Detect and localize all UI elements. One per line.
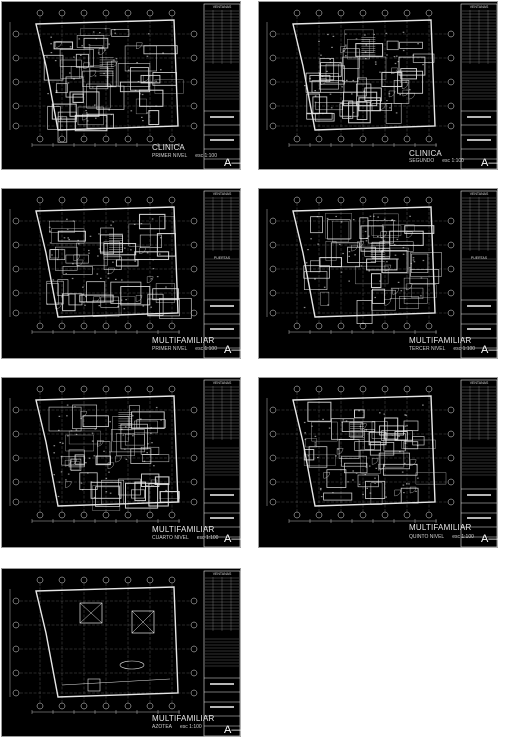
sheet-subtitle: TERCER NIVEL esc 1:100 [409, 347, 475, 352]
sheet-title: MULTIFAMILIAR [152, 714, 215, 723]
floor-plan-drawing [9, 3, 241, 170]
sheet-number: A—07 [224, 724, 255, 736]
scale-label: esc 1:100 [196, 535, 219, 541]
floor-plan-drawing [9, 379, 241, 548]
drawing-sheet-a06: VENTANAS MULTIFAMILIAR QUINTO NIVEL esc 1… [258, 377, 511, 548]
sheet-number: A—02 [481, 157, 511, 169]
sheet-subtitle: PRIMER NIVEL esc 1:100 [152, 347, 217, 352]
floor-plan-drawing [266, 190, 498, 359]
title-block-header: VENTANAS [469, 192, 489, 196]
drawing-sheet-a05: VENTANAS MULTIFAMILIAR CUARTO NIVEL esc 1… [1, 377, 255, 548]
sheet-title: MULTIFAMILIAR [409, 336, 472, 345]
level-name: CUARTO NIVEL [152, 535, 189, 541]
title-block-header: VENTANAS [212, 5, 232, 9]
title-block-header: VENTANAS [212, 572, 232, 576]
level-name: AZOTEA [152, 724, 173, 730]
title-block-header: VENTANAS [212, 381, 232, 385]
level-name: SEGUNDO [409, 158, 435, 164]
level-name: QUINTO NIVEL [409, 534, 445, 540]
level-name: PRIMER NIVEL [152, 153, 188, 159]
sheet-subtitle: QUINTO NIVEL esc 1:100 [409, 535, 474, 540]
scale-label: esc 1:100 [180, 724, 202, 730]
sheet-number: A—04 [481, 344, 511, 356]
drawing-sheet-a07: VENTANAS MULTIFAMILIAR AZOTEA esc 1:100 A… [1, 568, 255, 737]
sheet-number: A—06 [481, 533, 511, 545]
drawing-sheet-a02: VENTANAS CLINICA SEGUNDO esc 1:100 A—02 [258, 1, 511, 170]
scale-label: esc 1:100 [195, 153, 217, 159]
sheet-title: CLINICA [152, 143, 185, 152]
sheet-subtitle: AZOTEA esc 1:100 [152, 725, 202, 730]
roof-plan-drawing [9, 570, 241, 737]
title-block-header: VENTANAS [469, 381, 489, 385]
drawing-sheet-a03: VENTANAS PUERTAS MULTIFAMILIAR PRIMER NI… [1, 188, 255, 359]
title-block-header-doors: PUERTAS [470, 256, 488, 260]
scale-label: esc 1:100 [442, 158, 464, 164]
level-name: TERCER NIVEL [409, 346, 446, 352]
scale-label: esc 1:100 [453, 346, 476, 352]
drawing-sheet-a01: VENTANAS CLINICA PRIMER NIVEL esc 1:100 A… [1, 1, 255, 170]
level-name: PRIMER NIVEL [152, 346, 188, 352]
sheet-number: A—05 [224, 533, 255, 545]
sheet-number: A—01 [224, 157, 255, 169]
sheet-title: MULTIFAMILIAR [152, 336, 215, 345]
scale-label: esc 1:100 [195, 346, 217, 352]
sheet-title: MULTIFAMILIAR [152, 525, 215, 534]
floor-plan-drawing [9, 190, 241, 359]
floor-plan-drawing [266, 3, 498, 170]
floor-plan-drawing [266, 379, 498, 548]
sheet-number: A—03 [224, 344, 255, 356]
sheet-subtitle: CUARTO NIVEL esc 1:100 [152, 536, 218, 541]
sheet-subtitle: PRIMER NIVEL esc 1:100 [152, 154, 217, 159]
drawing-sheet-a04: VENTANAS PUERTAS MULTIFAMILIAR TERCER NI… [258, 188, 511, 359]
title-block-header: VENTANAS [212, 192, 232, 196]
title-block-header: VENTANAS [469, 5, 489, 9]
sheet-title: MULTIFAMILIAR [409, 523, 472, 532]
sheet-title: CLINICA [409, 149, 442, 158]
sheet-subtitle: SEGUNDO esc 1:100 [409, 159, 464, 164]
scale-label: esc 1:100 [452, 534, 474, 540]
title-block-header-doors: PUERTAS [213, 256, 231, 260]
